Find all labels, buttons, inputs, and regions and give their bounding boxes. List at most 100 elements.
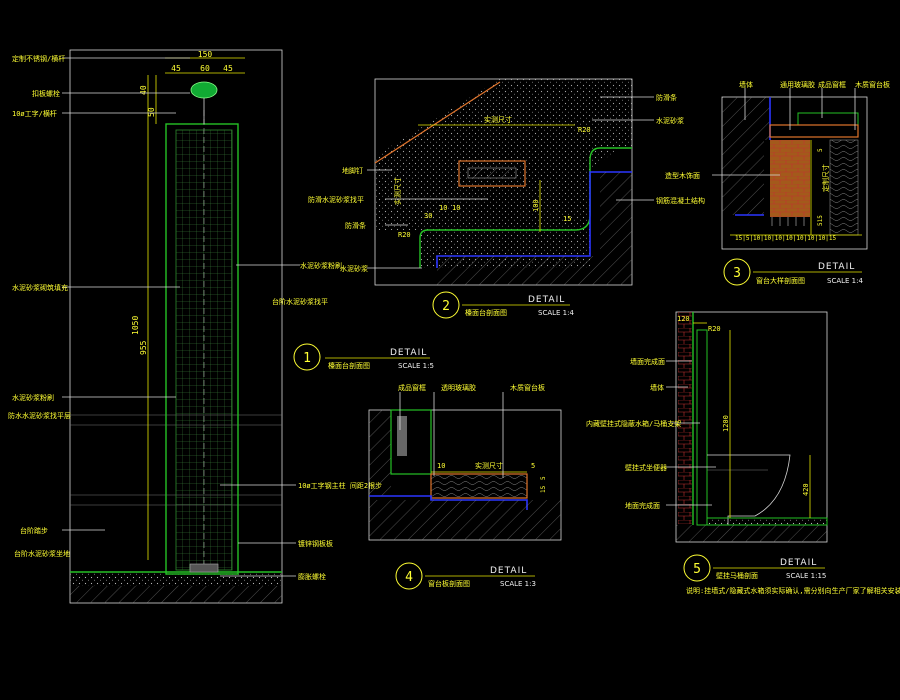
d4-label-0: 成品窗框 <box>398 383 426 392</box>
detail-1-number: 1 <box>303 351 311 366</box>
d2-rlabel-1: 水泥砂浆 <box>656 116 684 125</box>
floor-structure <box>70 586 282 603</box>
d2-dim-r: R20 <box>578 126 591 134</box>
d5-label-1: 墙体 <box>650 383 664 392</box>
detail-4-number: 4 <box>405 570 413 585</box>
detail-3-window-frame <box>797 112 859 126</box>
detail-2-number: 2 <box>442 299 450 314</box>
dim-955: 955 <box>139 340 148 355</box>
d1-rlabel-3: 镀锌钢板板 <box>298 539 333 548</box>
d3-dim-bottom: 15|5|10|10|10|10|10|10|10|15 <box>735 235 837 242</box>
detail-2-tread-outline <box>419 147 632 268</box>
d2-dim-15: 15 <box>563 215 571 223</box>
d1-label-3: 水泥砂浆砌筑填充 <box>12 283 68 292</box>
d2-dim-10b: 10 <box>452 204 460 212</box>
detail-3-leaders <box>712 88 856 176</box>
d4-dim-10: 10 <box>437 462 445 470</box>
detail-3-title: 窗台大样剖面图 <box>756 276 805 285</box>
d2-rlabel-2: 钢筋混凝土结构 <box>656 196 705 205</box>
detail-1-title: 檯面台剖面图 <box>328 361 370 370</box>
d4-dim-5b: 5 <box>540 476 547 480</box>
detail-1-word: DETAIL <box>390 348 427 358</box>
detail-5-title: 壁挂马桶剖面 <box>716 571 758 580</box>
d5-dim-120: 120 <box>677 315 690 323</box>
detail-2-anchor-box <box>458 160 526 187</box>
dim-45a: 45 <box>171 64 181 73</box>
detail-5-number: 5 <box>693 562 701 577</box>
detail-5-frame <box>675 311 828 543</box>
d1-label-7: 台阶水泥砂浆坐地 <box>14 549 70 558</box>
detail-5-scale: SCALE 1:15 <box>786 572 826 580</box>
d5-label-2: 内藏壁挂式隐蔽水箱/马桶支架 <box>586 419 681 428</box>
d1-label-6: 台阶踏步 <box>20 526 48 535</box>
d2-label-1: 防滑水泥砂浆找平 <box>308 195 364 204</box>
detail-1-right-leaders <box>220 264 300 577</box>
d2-dim-10a: 10 <box>439 204 447 212</box>
d3-dim-515: 515 <box>817 215 824 226</box>
detail-2-scale: SCALE 1:4 <box>538 309 574 317</box>
d5-dim-r20: R20 <box>708 325 721 333</box>
d2-label-2: 防滑条 <box>345 221 366 230</box>
detail-4-word: DETAIL <box>490 566 527 576</box>
detail-3-number: 3 <box>733 266 741 281</box>
detail-1-left-leaders <box>62 57 190 531</box>
detail-4-title: 窗台板剖面图 <box>428 579 470 588</box>
d2-rlabel-0: 防滑条 <box>656 93 677 102</box>
detail-5-toilet <box>707 454 791 526</box>
d2-label-3: 水泥砂浆 <box>340 264 368 273</box>
detail-2-stair-line <box>374 81 501 164</box>
detail-1-scale: SCALE 1:5 <box>398 362 434 370</box>
d5-label-4: 地面完成面 <box>625 501 660 510</box>
base-plate <box>189 563 219 573</box>
d4-dim-15: 15 <box>540 485 547 493</box>
floor-screed <box>70 572 282 586</box>
d4-dim-5: 5 <box>531 462 535 470</box>
d1-rlabel-2: 10ø工字钢主柱 间距2根步 <box>298 481 382 490</box>
d2-dim-v: 实测尺寸 <box>393 177 402 205</box>
dim-50: 50 <box>147 107 156 117</box>
dim-45b: 45 <box>223 64 233 73</box>
d2-dim-r2: R20 <box>398 231 411 239</box>
d2-dim-30: 30 <box>424 212 432 220</box>
detail-5: 120 R20 1200 420 墙面完成面 墙体 内藏壁挂式隐蔽水箱/马桶支架… <box>586 311 900 595</box>
dim-1050: 1050 <box>131 316 140 335</box>
detail-2-leaders <box>367 96 654 269</box>
column-outline <box>165 123 239 575</box>
d5-label-0: 墙面完成面 <box>630 357 665 366</box>
d2-dim-width: 实测尺寸 <box>484 115 512 124</box>
d1-label-0: 定制不锈钢/横杆 <box>12 54 65 63</box>
handrail-section <box>190 81 218 99</box>
d5-dim-420: 420 <box>802 483 810 496</box>
detail-3-word: DETAIL <box>818 262 855 272</box>
detail-2-title: 檯面台剖面图 <box>465 308 507 317</box>
detail-2: 实测尺寸 R20 30 10 10 100 15 R20 实测尺寸 地脚钉 防滑… <box>308 78 705 319</box>
detail-2-bubble <box>432 291 460 319</box>
d4-label-2: 木质窗台板 <box>510 383 545 392</box>
detail-3: 15|5|10|10|10|10|10|10|10|15 5 515 定制尺寸 … <box>665 80 890 286</box>
d3-top-label-1: 通用玻璃胶 <box>780 80 815 89</box>
d1-rlabel-1: 台阶水泥砂浆找平 <box>272 297 328 306</box>
detail-3-battens <box>771 217 805 226</box>
d1-label-1: 扣板螺栓 <box>32 89 60 98</box>
d2-dim-100: 100 <box>532 199 540 212</box>
d4-dim-width: 实测尺寸 <box>475 461 503 470</box>
detail-4-scale: SCALE 1:3 <box>500 580 536 588</box>
detail-3-bubble <box>723 258 751 286</box>
detail-4-leaders <box>399 392 504 478</box>
dim-40: 40 <box>139 85 148 95</box>
d1-rlabel-4: 膨胀螺栓 <box>298 572 326 581</box>
d4-label-1: 透明玻璃胶 <box>441 383 476 392</box>
d3-side-label: 造型木饰面 <box>665 171 700 180</box>
d3-top-label-0: 墙体 <box>739 80 753 89</box>
dim-60: 60 <box>200 64 210 73</box>
detail-4-bubble <box>395 562 423 590</box>
detail-5-word: DETAIL <box>780 558 817 568</box>
d3-right-label: 定制尺寸 <box>821 164 830 192</box>
d3-dim-5: 5 <box>817 148 824 152</box>
detail-3-sill <box>769 124 859 138</box>
d2-label-0: 地脚钉 <box>342 166 363 175</box>
d1-rlabel-0: 水泥砂浆粉刷 <box>300 261 342 270</box>
detail-4-sill <box>430 473 528 499</box>
d1-label-5: 防水水泥砂浆找平层 <box>8 411 71 420</box>
